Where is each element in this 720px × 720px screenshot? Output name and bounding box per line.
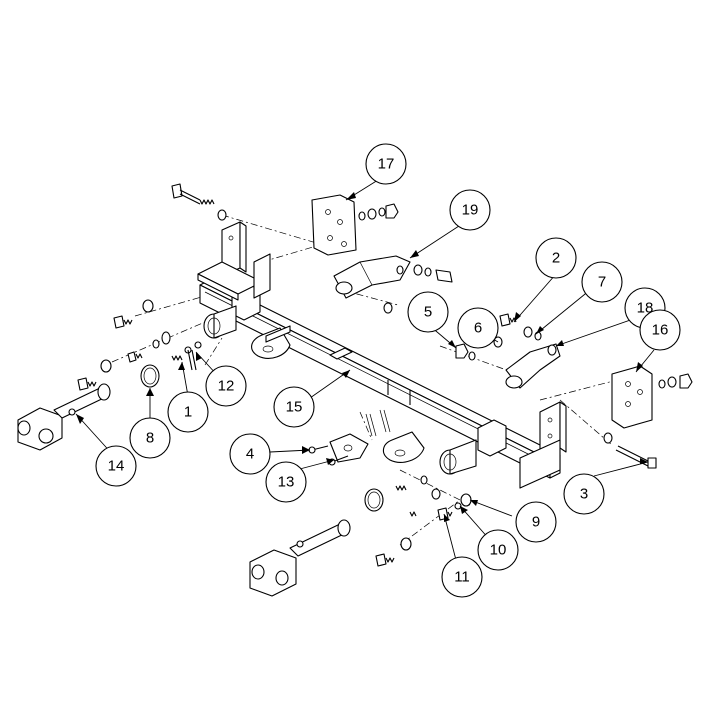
part-17-long-bolt <box>171 183 227 221</box>
part-18-bracket <box>505 343 561 389</box>
callout-15: 15 <box>273 386 315 428</box>
left-small-bolt <box>113 299 154 329</box>
callout-label: 4 <box>246 446 254 463</box>
part-14-tow-bracket <box>17 383 111 451</box>
part-17-fasteners <box>358 203 399 221</box>
lower-long-bolt <box>375 537 412 567</box>
callout-label: 6 <box>474 320 482 337</box>
part-7-washers <box>523 326 542 341</box>
left-end-bracket <box>197 221 271 301</box>
callout-label: 13 <box>278 474 295 491</box>
callout-label: 3 <box>580 486 588 503</box>
right-end-bracket <box>519 401 567 489</box>
callout-8: 8 <box>129 417 171 459</box>
part-9-ring <box>364 488 384 512</box>
callout-label: 14 <box>108 458 125 475</box>
callout-label: 17 <box>378 156 395 173</box>
callout-label: 9 <box>532 514 540 531</box>
receiver-sleeve-left <box>203 305 237 339</box>
callout-4: 4 <box>229 433 271 475</box>
callout-label: 15 <box>286 399 303 416</box>
callout-16: 16 <box>639 309 681 351</box>
part-5-nut <box>455 343 476 361</box>
part-1-clip <box>171 355 183 361</box>
callout-2: 2 <box>535 237 577 279</box>
callout-5: 5 <box>407 291 449 333</box>
callout-1: 1 <box>167 391 209 433</box>
callout-17: 17 <box>365 143 407 185</box>
callout-9: 9 <box>515 501 557 543</box>
part-8-ring <box>140 364 160 388</box>
part-16-plate <box>611 365 653 429</box>
callout-label: 16 <box>652 322 669 339</box>
center-pins <box>365 409 391 437</box>
callout-label: 8 <box>146 430 154 447</box>
callout-label: 2 <box>552 250 560 267</box>
part-19-fasteners <box>383 264 453 314</box>
part-12-pin <box>184 341 202 371</box>
chain-tab-left <box>251 325 291 359</box>
lower-tow-bracket <box>249 519 351 597</box>
callout-19: 19 <box>449 189 491 231</box>
callout-label: 12 <box>218 378 235 395</box>
callout-label: 18 <box>637 300 654 317</box>
callout-label: 7 <box>598 274 606 291</box>
callout-label: 11 <box>454 569 470 586</box>
left-washer-stack <box>127 331 171 363</box>
lower-bolt-upper <box>395 475 441 500</box>
callout-12: 12 <box>205 365 247 407</box>
part-10-washer <box>454 493 472 510</box>
callout-label: 10 <box>490 542 507 559</box>
part-16-fasteners <box>603 373 693 444</box>
chain-tab-right <box>382 431 425 463</box>
left-pin-bolt <box>77 359 112 391</box>
part-19-bracket <box>333 255 411 299</box>
callout-14: 14 <box>95 445 137 487</box>
callout-label: 19 <box>462 202 479 219</box>
callout-11: 11 <box>441 556 483 598</box>
callout-3: 3 <box>563 473 605 515</box>
callout-label: 1 <box>184 404 192 421</box>
part-13-plate <box>329 433 369 463</box>
callout-7: 7 <box>581 261 623 303</box>
part-3-bolt <box>615 445 657 469</box>
callout-label: 5 <box>424 304 432 321</box>
receiver-sleeve-right <box>439 439 477 475</box>
callout-6: 6 <box>457 307 499 349</box>
part-2-bolt <box>499 313 517 327</box>
part-17-mount-plate <box>311 194 357 256</box>
callout-10: 10 <box>477 529 519 571</box>
callout-13: 13 <box>265 461 307 503</box>
leader-arrowheads <box>76 192 648 522</box>
